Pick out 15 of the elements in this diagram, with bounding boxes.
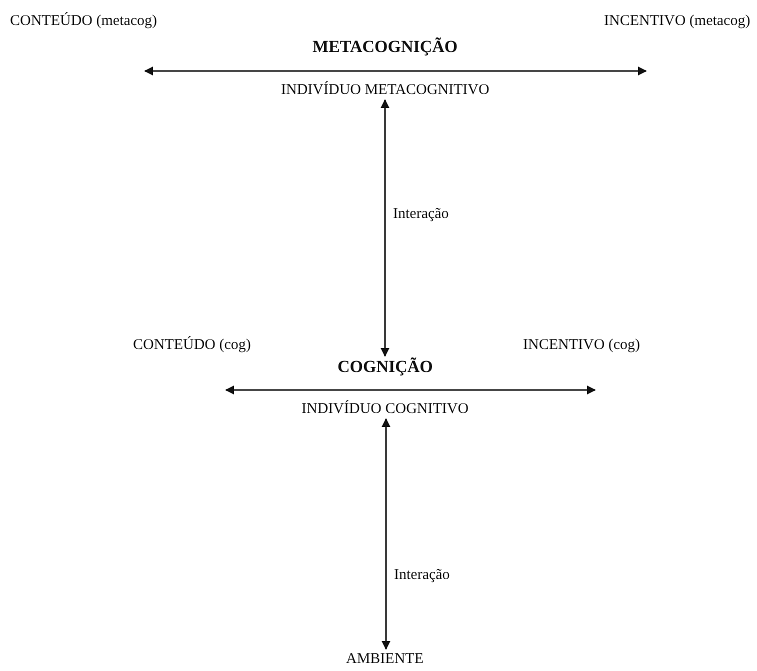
double-arrow [380, 99, 390, 357]
double-arrow [225, 386, 596, 394]
edge-label: Interação [392, 205, 450, 223]
node-label: INDIVÍDUO COGNITIVO [302, 400, 469, 418]
node-label: AMBIENTE [346, 650, 424, 668]
node-label: INCENTIVO (metacog) [604, 12, 750, 30]
node-label: INCENTIVO (cog) [523, 336, 640, 354]
edge-label: Interação [393, 566, 451, 584]
node-label: INDIVÍDUO METACOGNITIVO [281, 81, 490, 99]
heading-label: COGNIÇÃO [338, 357, 433, 377]
double-arrow [382, 418, 390, 650]
heading-label: METACOGNIÇÃO [312, 37, 458, 57]
node-label: CONTEÚDO (metacog) [10, 12, 158, 30]
double-arrow [144, 66, 647, 76]
node-label: CONTEÚDO (cog) [133, 336, 251, 354]
